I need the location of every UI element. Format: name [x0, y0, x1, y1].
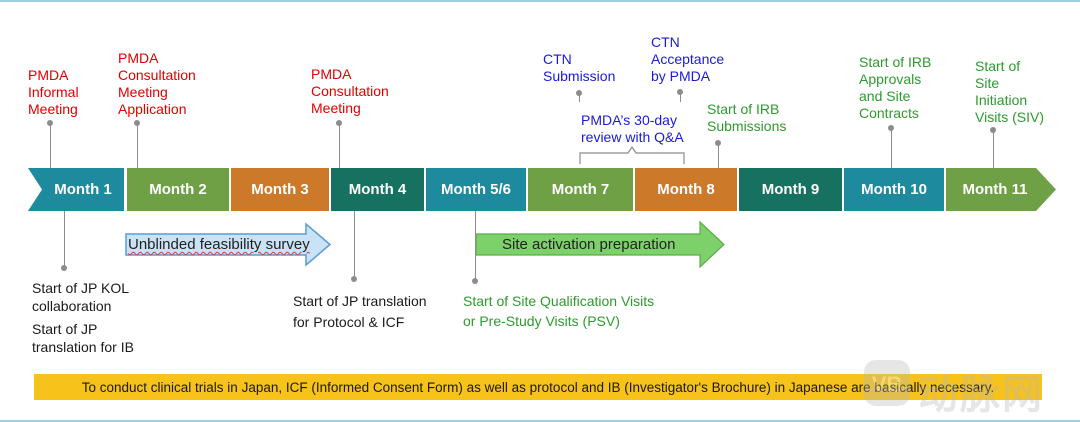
site-activation-arrow	[475, 220, 725, 269]
month-label: Month 11	[962, 181, 1028, 198]
month-label: Month 5/6	[441, 181, 511, 198]
month-label: Month 2	[149, 181, 207, 198]
connector-dot	[336, 120, 342, 126]
connector-line	[475, 211, 476, 281]
connector-line	[50, 123, 51, 168]
connector-line	[339, 123, 340, 168]
site-activation-label: Site activation preparation	[502, 236, 676, 253]
month-box-8: Month 8	[635, 168, 737, 211]
label-psv: Start of Site Qualification Visits or Pr…	[463, 293, 655, 329]
month-box-3: Month 3	[231, 168, 329, 211]
connector-dot	[134, 120, 140, 126]
review-bracket	[579, 145, 685, 164]
vb-logo-icon: VB	[864, 360, 910, 406]
label-irb-approvals: Start of IRB Approvals and Site Contract…	[859, 54, 932, 121]
connector-dot	[715, 140, 721, 146]
connector-line	[579, 93, 580, 102]
connector-line	[680, 92, 681, 102]
top-rule	[0, 0, 1080, 2]
watermark-text: 动脉网	[918, 372, 1044, 418]
month-label: Month 7	[551, 181, 610, 198]
month-box-9: Month 9	[739, 168, 842, 211]
connector-dot	[472, 278, 478, 284]
connector-dot	[990, 127, 996, 133]
connector-dot	[47, 120, 53, 126]
connector-line	[993, 130, 994, 168]
label-ctn-submission: CTN Submission	[543, 51, 616, 84]
label-pmda-informal-meeting: PMDA Informal Meeting	[28, 67, 79, 117]
connector-line	[718, 143, 719, 168]
bottom-rule	[0, 420, 1080, 422]
connector-line	[354, 211, 355, 279]
connector-dot	[576, 90, 582, 96]
month-box-10: Month 10	[844, 168, 944, 211]
timeline-start-chevron	[28, 168, 124, 211]
connector-dot	[351, 276, 357, 282]
month-label: Month 10	[861, 181, 927, 198]
month-label: Month 1	[54, 181, 112, 198]
label-jp-protocol-icf: Start of JP translation for Protocol & I…	[293, 293, 427, 330]
connector-dot	[61, 265, 67, 271]
connector-line	[891, 128, 892, 168]
month-box-7: Month 7	[528, 168, 633, 211]
month-label: Month 8	[657, 181, 715, 198]
label-pmda-review: PMDA’s 30-day review with Q&A	[581, 112, 684, 145]
month-label: Month 4	[348, 181, 407, 198]
month-label: Month 3	[251, 181, 309, 198]
watermark-logo: VB 动脉网	[862, 356, 1072, 418]
label-siv: Start of Site Initiation Visits (SIV)	[975, 58, 1044, 125]
notice-text: To conduct clinical trials in Japan, ICF…	[81, 379, 995, 395]
connector-dot	[888, 125, 894, 131]
label-ctn-acceptance: CTN Acceptance by PMDA	[651, 34, 725, 84]
notice-banner: To conduct clinical trials in Japan, ICF…	[34, 374, 1042, 400]
label-jp-kol: Start of JP KOL collaboration	[32, 280, 130, 314]
month-box-2: Month 2	[127, 168, 229, 211]
connector-line	[64, 211, 65, 268]
label-irb-submissions: Start of IRB Submissions	[707, 101, 787, 134]
connector-line	[137, 123, 138, 168]
month-box-4: Month 4	[331, 168, 424, 211]
month-box-5-6: Month 5/6	[426, 168, 526, 211]
feasibility-arrow	[125, 222, 332, 267]
label-pmda-consultation-meeting: PMDA Consultation Meeting	[311, 66, 389, 116]
label-jp-ib-translation: Start of JP translation for IB	[32, 321, 134, 355]
month-box-1: Month 1	[42, 168, 124, 211]
month-box-11: Month 11	[950, 168, 1040, 211]
month-label: Month 9	[761, 181, 820, 198]
label-pmda-consultation-application: PMDA Consultation Meeting Application	[118, 50, 196, 117]
connector-dot	[677, 89, 683, 95]
svg-text:VB: VB	[872, 372, 903, 397]
feasibility-survey-label: Unblinded feasibility survey	[128, 236, 310, 253]
timeline-end-arrow	[946, 168, 1056, 211]
